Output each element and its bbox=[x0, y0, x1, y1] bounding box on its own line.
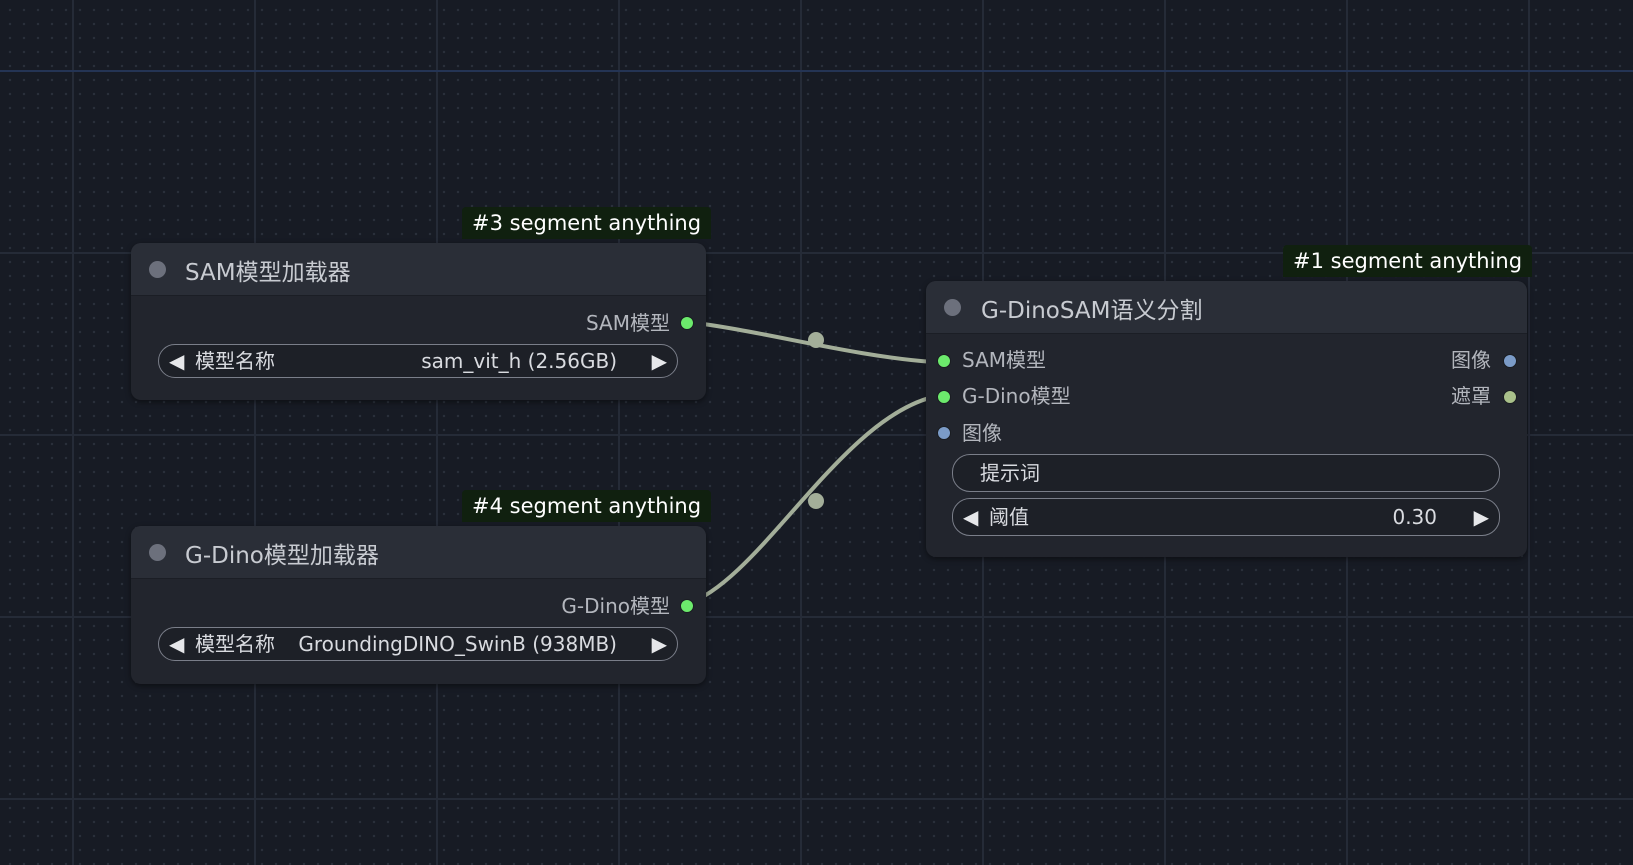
input-slot-sam-model[interactable]: SAM模型 bbox=[962, 348, 1047, 372]
output-dot-mask[interactable] bbox=[1503, 390, 1517, 404]
widget-label: 模型名称 bbox=[195, 349, 275, 373]
input-dot-image[interactable] bbox=[937, 426, 951, 440]
widget-label: 提示词 bbox=[980, 461, 1040, 485]
threshold-number-widget[interactable]: ◀ 阈值 0.30 ▶ bbox=[952, 498, 1500, 536]
output-slot-gdino-model[interactable]: G-Dino模型 bbox=[561, 594, 670, 618]
collapse-toggle-icon[interactable] bbox=[149, 261, 166, 278]
widget-label: 阈值 bbox=[989, 505, 1029, 529]
model-name-combo[interactable]: ◀ 模型名称 GroundingDINO_SwinB (938MB) ▶ bbox=[158, 627, 678, 661]
node-title: G-Dino模型加载器 bbox=[185, 543, 379, 569]
widget-value: GroundingDINO_SwinB (938MB) bbox=[298, 632, 617, 656]
node-header[interactable]: SAM模型加载器 bbox=[131, 243, 706, 296]
input-slot-image[interactable]: 图像 bbox=[962, 421, 1002, 445]
output-dot-gdino-model[interactable] bbox=[680, 599, 694, 613]
link-gdino-model[interactable] bbox=[686, 395, 934, 606]
node-header[interactable]: G-Dino模型加载器 bbox=[131, 526, 706, 579]
prompt-text-field[interactable]: 提示词 bbox=[952, 454, 1500, 492]
link-sam-model[interactable] bbox=[686, 320, 934, 364]
output-slot-image[interactable]: 图像 bbox=[1451, 348, 1491, 372]
node-badge-gdinosam: #1 segment anything bbox=[1283, 245, 1533, 277]
output-slot-mask[interactable]: 遮罩 bbox=[1451, 384, 1491, 408]
right-arrow-icon[interactable]: ▶ bbox=[651, 349, 667, 373]
widget-value: sam_vit_h (2.56GB) bbox=[421, 349, 617, 373]
model-name-combo[interactable]: ◀ 模型名称 sam_vit_h (2.56GB) ▶ bbox=[158, 344, 678, 378]
widget-value: 0.30 bbox=[1392, 505, 1437, 529]
output-dot-sam-model[interactable] bbox=[680, 316, 694, 330]
node-title: G-DinoSAM语义分割 bbox=[981, 298, 1203, 324]
node-gdinosam[interactable]: G-DinoSAM语义分割 SAM模型 G-Dino模型 图像 图像 遮罩 提示… bbox=[926, 281, 1527, 557]
collapse-toggle-icon[interactable] bbox=[944, 299, 961, 316]
input-dot-gdino-model[interactable] bbox=[937, 390, 951, 404]
output-slot-sam-model[interactable]: SAM模型 bbox=[585, 311, 670, 335]
link-sam-model-midpoint[interactable] bbox=[808, 332, 824, 348]
node-gdino-loader[interactable]: G-Dino模型加载器 G-Dino模型 ◀ 模型名称 GroundingDIN… bbox=[131, 526, 706, 684]
node-title: SAM模型加载器 bbox=[185, 260, 351, 286]
input-dot-sam-model[interactable] bbox=[937, 354, 951, 368]
input-slot-gdino-model[interactable]: G-Dino模型 bbox=[962, 384, 1071, 408]
right-arrow-icon[interactable]: ▶ bbox=[651, 632, 667, 656]
node-sam-loader[interactable]: SAM模型加载器 SAM模型 ◀ 模型名称 sam_vit_h (2.56GB)… bbox=[131, 243, 706, 400]
left-arrow-icon[interactable]: ◀ bbox=[963, 505, 979, 529]
right-arrow-icon[interactable]: ▶ bbox=[1473, 505, 1489, 529]
node-badge-gdino-loader: #4 segment anything bbox=[462, 490, 712, 522]
left-arrow-icon[interactable]: ◀ bbox=[169, 632, 185, 656]
link-gdino-model-midpoint[interactable] bbox=[808, 493, 824, 509]
group-boundary-line bbox=[0, 70, 1633, 72]
node-header[interactable]: G-DinoSAM语义分割 bbox=[926, 281, 1527, 334]
collapse-toggle-icon[interactable] bbox=[149, 544, 166, 561]
left-arrow-icon[interactable]: ◀ bbox=[169, 349, 185, 373]
widget-label: 模型名称 bbox=[195, 632, 275, 656]
node-badge-sam-loader: #3 segment anything bbox=[462, 207, 712, 239]
output-dot-image[interactable] bbox=[1503, 354, 1517, 368]
